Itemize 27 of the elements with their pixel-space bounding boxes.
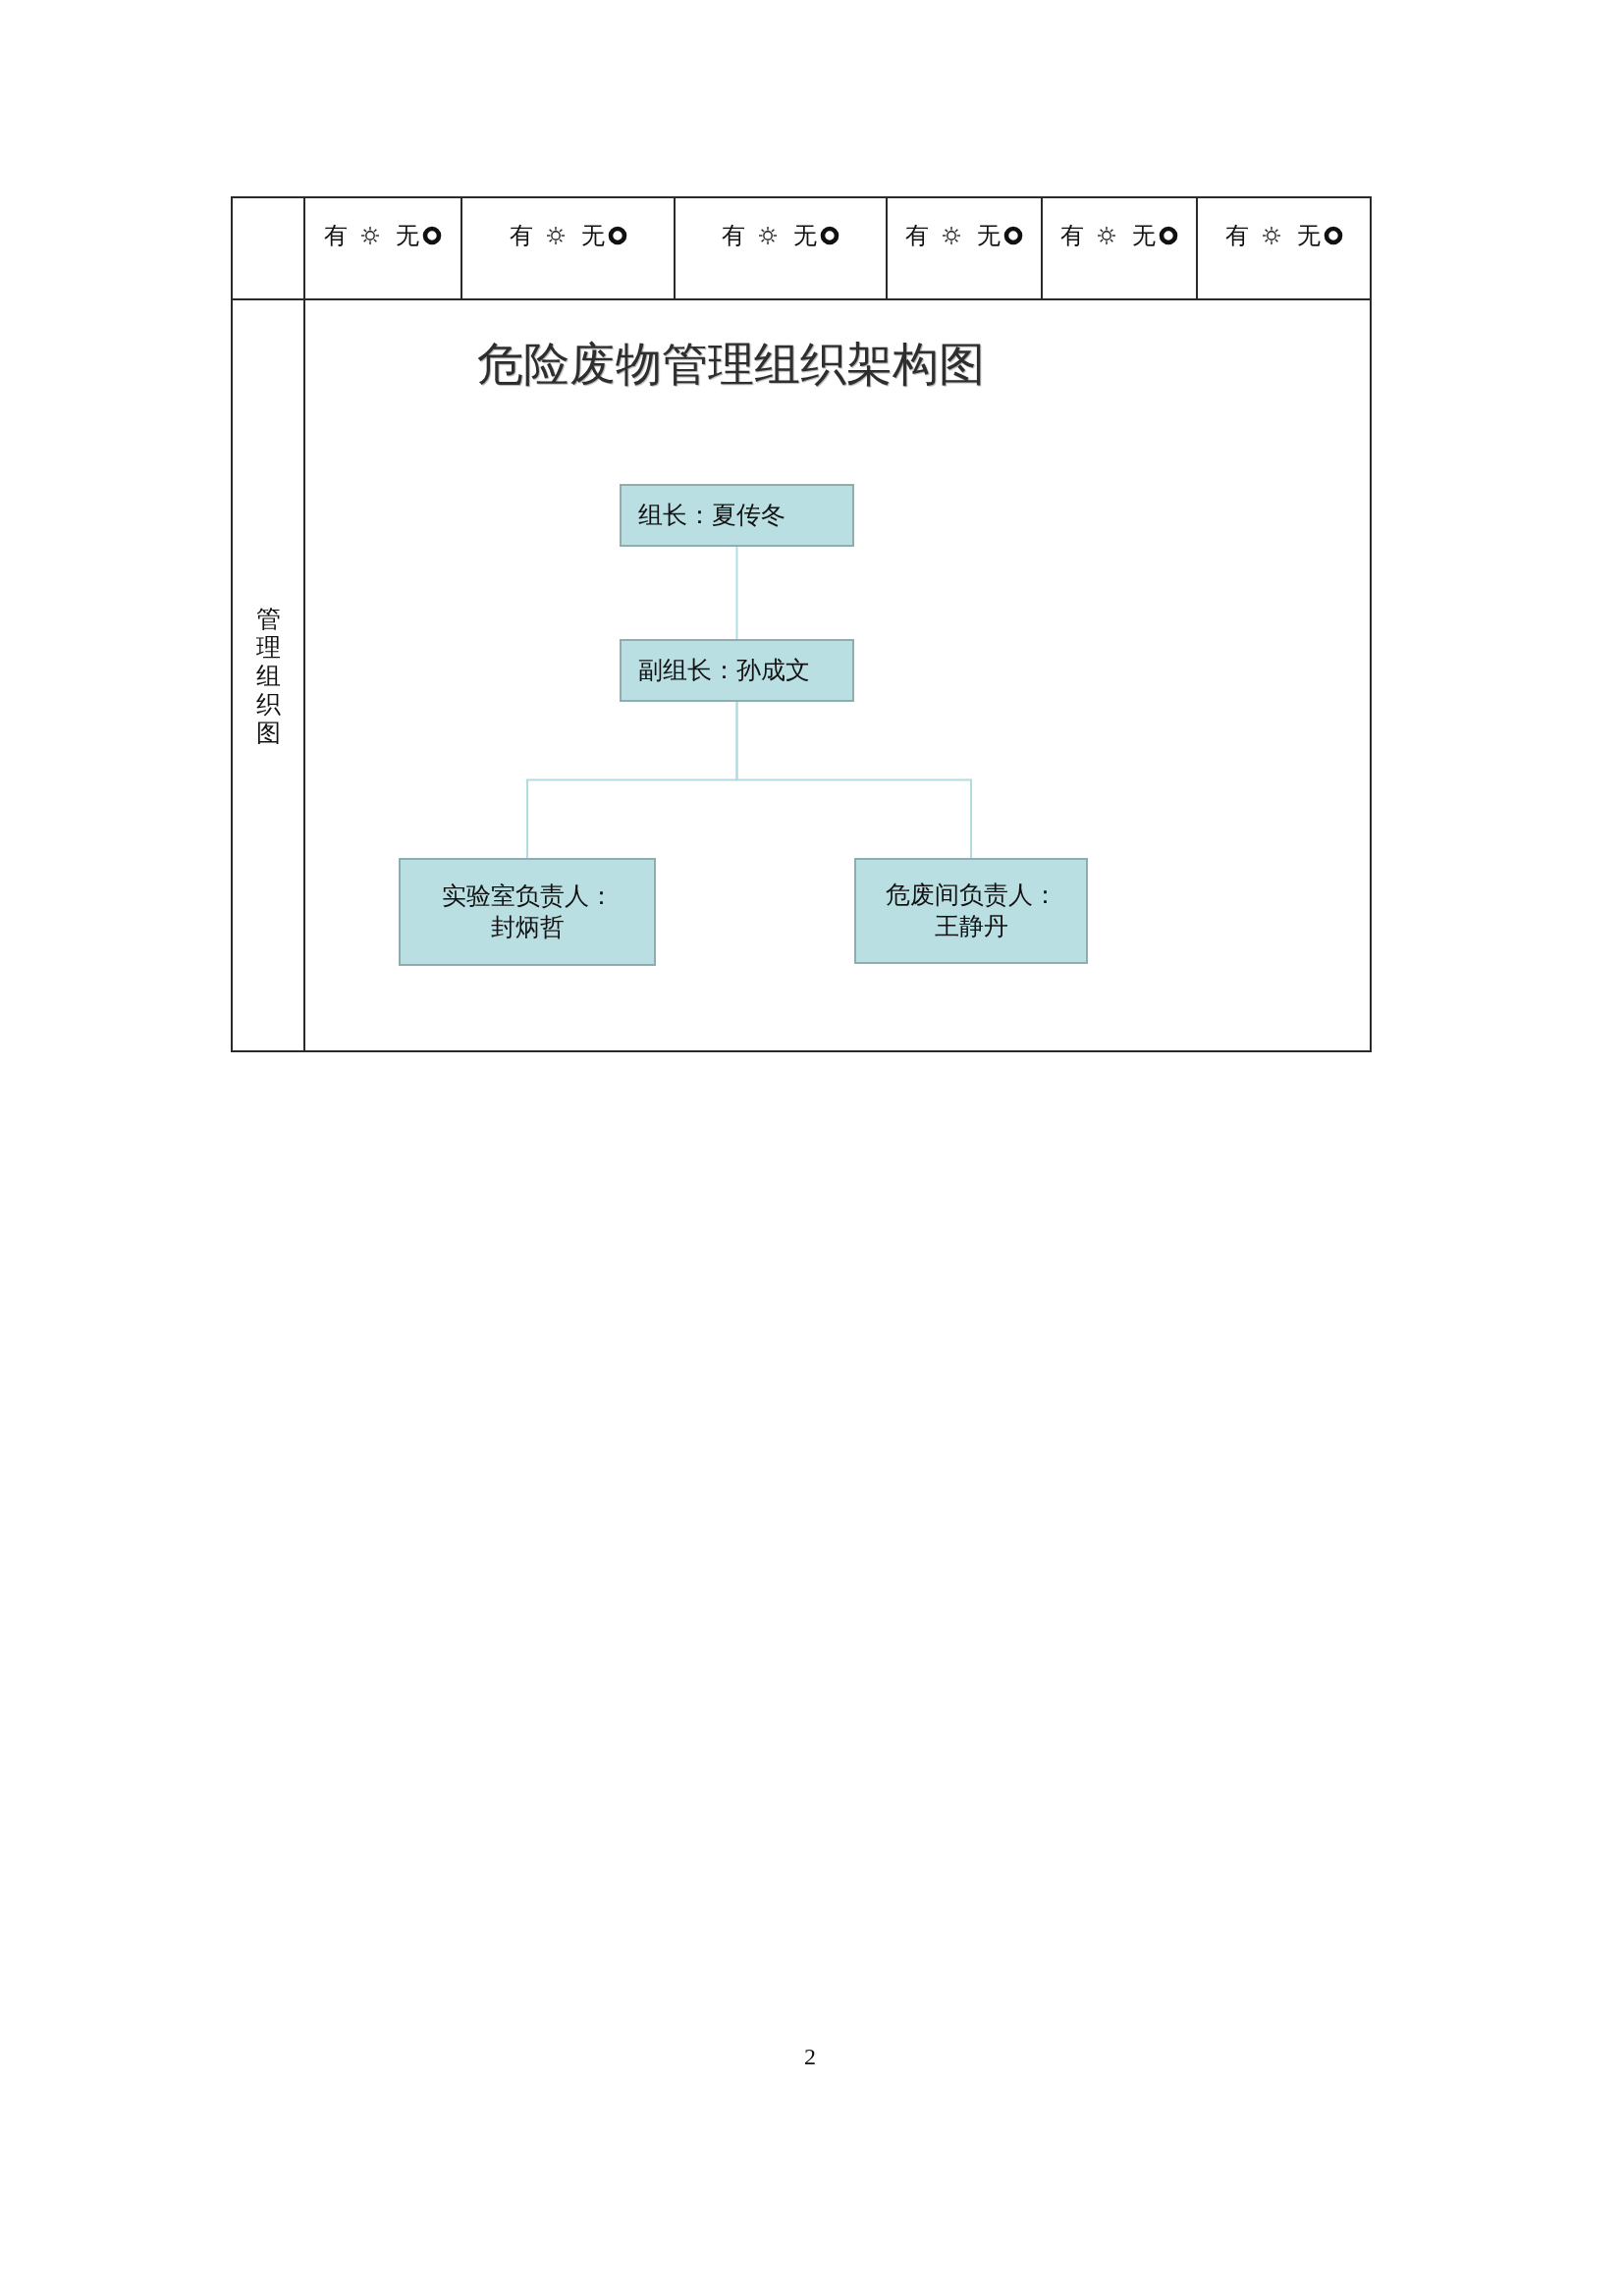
option-label: 有 <box>1224 222 1249 249</box>
person-name: 封炳哲 <box>490 912 565 943</box>
row-heading: 管理组织图 <box>255 604 281 747</box>
option-label: 有 <box>324 222 348 249</box>
page-number: 2 <box>804 2044 816 2069</box>
option-label: 无 <box>1132 222 1156 249</box>
person-name: 王静丹 <box>934 911 1008 942</box>
role-label: 实验室负责人： <box>441 881 614 912</box>
connector-line <box>735 546 738 640</box>
option-label: 无 <box>396 222 419 249</box>
connector-line <box>735 701 972 859</box>
option-label: 无 <box>793 222 817 249</box>
org-chart-box <box>620 639 854 702</box>
role-label: 危废间负责人： <box>885 880 1057 911</box>
org-chart-box <box>620 484 854 547</box>
option-label: 有 <box>905 222 929 249</box>
role-label: 组长：夏传冬 <box>638 500 785 531</box>
option-label: 无 <box>580 222 605 249</box>
option-label: 无 <box>1296 222 1321 249</box>
option-label: 有 <box>722 222 745 249</box>
chart-title: 危险废物管理组织架构图 <box>477 337 985 392</box>
option-label: 无 <box>977 222 1001 249</box>
org-chart-box <box>854 858 1088 964</box>
org-chart-box <box>399 858 656 966</box>
role-label: 副组长：孙成文 <box>638 655 810 686</box>
option-label: 有 <box>1060 222 1084 249</box>
option-label: 有 <box>509 222 533 249</box>
